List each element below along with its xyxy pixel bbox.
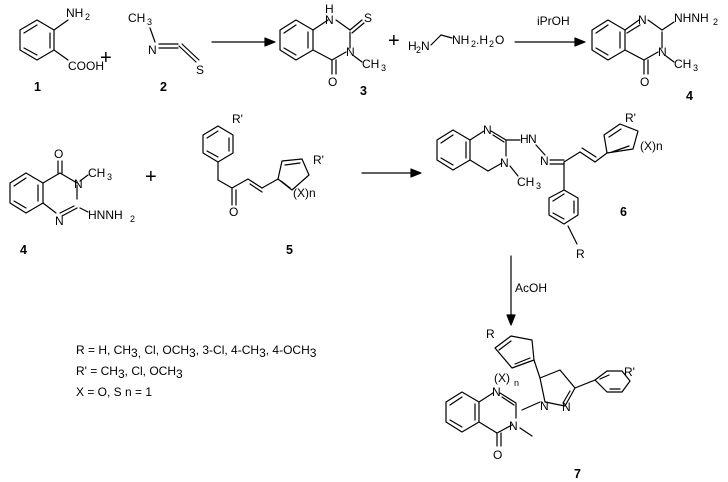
c5-r-prime: R' [232,112,243,126]
c6-ch3-sub: 3 [536,181,541,191]
c4-ch3: CH [674,57,691,71]
note-rp-line: R' = CH3, Cl, OCH3 [76,364,183,381]
c7-n2: N [562,400,571,414]
hydrazine-h2: .H [476,33,488,47]
c4b-nhnh2-sub: 2 [130,214,135,224]
compound-5-number: 5 [286,243,293,257]
c4b-n-bottom: N [55,214,64,228]
c3-ch3-sub: 3 [381,63,386,73]
reaction-arrow-2: iPrOH [514,14,586,47]
compound-4b-number: 4 [20,243,27,257]
hydrazine-nh: NH [452,33,469,47]
compound-1: NH 2 COOH 1 [19,6,104,94]
c2-ch3: CH [128,11,145,25]
note-x-line: X = O, S n = 1 [76,385,152,399]
c4-nhnh2: NHNH [674,11,709,25]
hydrazine-h-sub: 2 [416,45,421,55]
c6-hn: H [520,132,529,146]
hydrazine-hydrate: H 2 N NH 2 .H 2 O [408,33,504,55]
reaction-arrow-3 [361,168,422,178]
c1-nh2-sub: 2 [85,12,90,22]
c3-ch3: CH [362,57,379,71]
c2-s: S [196,63,204,77]
c1-cooh: COOH [68,59,104,73]
compound-7: R (X) n N N R' N N O 7 [445,327,635,481]
c4b-nhnh2: HNNH [88,208,123,222]
hydrazine-nh-sub: 2 [471,39,476,49]
c3-o: O [328,75,337,89]
c6-r-prime: R' [625,111,636,125]
c4b-o: O [54,147,63,161]
hydrazine-h: H [408,39,417,53]
compound-6-number: 6 [620,205,627,219]
c4-n-top: N [638,13,647,27]
c7-x-sub: n [514,378,519,388]
reaction-arrow-1 [211,37,276,47]
c7-n1: N [540,399,549,413]
c1-nh2: NH [66,6,83,20]
plus-sign-1: + [100,47,112,69]
c5-o: O [229,205,238,219]
c6-x: (X)n [640,139,663,153]
hydrazine-h2-sub: 2 [489,39,494,49]
c3-n-top: N [325,13,334,27]
compound-6: N N H N N CH 3 R' (X)n R 6 [436,111,663,261]
reagent-acoh: AcOH [515,281,547,295]
c2-n: N [148,43,157,57]
compound-7-number: 7 [574,467,581,481]
compound-5: R' O R' (X)n 5 [202,112,324,257]
c3-nh: H [325,2,334,16]
compound-4-row2: O N CH 3 N HNNH 2 4 [9,147,135,257]
compound-2: CH 3 N S 2 [128,11,204,94]
plus-sign-2: + [388,30,400,52]
compound-1-number: 1 [34,80,41,94]
c4-ch3-sub: 3 [693,63,698,73]
c7-r: R [486,327,495,341]
compound-4-number: 4 [686,89,693,103]
c4-nhnh2-sub: 2 [713,17,718,27]
c7-o: O [493,448,502,462]
c3-s: S [364,11,372,25]
hydrazine-o: O [495,33,504,47]
c6-r: R [576,247,585,261]
c5-x: (X)n [293,186,316,200]
c2-ch3-sub: 3 [147,17,152,27]
note-r-line: R = H, CH3, Cl, OCH3, 3-Cl, 4-CH3, 4-OCH… [76,343,317,360]
c6-n-bottom: N [500,156,509,170]
c4-o: O [640,75,649,89]
reaction-arrow-4: AcOH [506,255,547,326]
compound-3-number: 3 [360,84,367,98]
c5-r-prime2: R' [313,153,324,167]
c7-r-prime: R' [624,365,635,379]
c4b-ch3-sub: 3 [107,172,112,182]
c6-hn-n: N [528,132,537,146]
hydrazine-n: N [421,39,430,53]
c7-n-q2: N [509,419,518,433]
c6-n-top: N [483,123,492,137]
c6-n-eq: N [540,154,549,168]
compound-2-number: 2 [160,80,167,94]
c4-n-right: N [658,45,667,59]
c3-n-right: N [346,45,355,59]
c7-n-q1: N [492,385,501,399]
substituent-notes: R = H, CH3, Cl, OCH3, 3-Cl, 4-CH3, 4-OCH… [76,343,317,399]
plus-sign-3: + [145,166,157,188]
compound-4: N NHNH 2 N CH 3 O 4 [591,11,718,103]
reagent-iproh: iPrOH [537,14,570,28]
c7-x: (X) [494,371,510,385]
c6-ch3: CH [517,175,534,189]
c4b-n-right: N [74,177,83,191]
compound-3: H N S N CH 3 O 3 [279,2,386,98]
c4b-ch3: CH [88,166,105,180]
